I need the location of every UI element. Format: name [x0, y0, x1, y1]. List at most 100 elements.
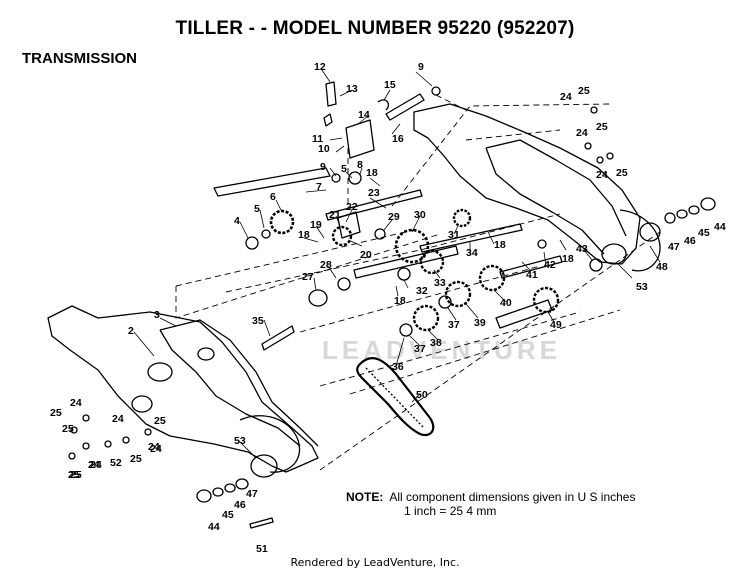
- right-housing-lobe: [619, 209, 661, 272]
- shaft-28: [353, 245, 459, 279]
- nut-25c: [122, 436, 130, 444]
- callout-52: 52: [110, 457, 122, 469]
- bolt-24a: [82, 414, 90, 422]
- bolt-51: [249, 517, 274, 529]
- callout-53: 53: [234, 435, 246, 447]
- callout-24: 24: [560, 91, 572, 103]
- shaft-16: [385, 93, 425, 121]
- bearing-43: [589, 258, 603, 272]
- bearing-28: [337, 277, 351, 291]
- callout-10: 10: [318, 143, 330, 155]
- bearing-29: [374, 228, 386, 240]
- callout-24: 24: [596, 169, 608, 181]
- callout-24: 24: [150, 443, 162, 455]
- callout-2: 2: [128, 325, 134, 337]
- housing-lobe-lower: [239, 415, 301, 473]
- bearing-32: [397, 267, 411, 281]
- callout-5: 5: [341, 163, 347, 175]
- callout-43: 43: [576, 243, 588, 255]
- callout-20: 20: [360, 249, 372, 261]
- callout-25: 25: [50, 407, 62, 419]
- bearing-27: [308, 289, 328, 307]
- note-line-2: 1 inch = 25 4 mm: [404, 504, 497, 518]
- nut-25f: [606, 152, 614, 160]
- callout-47: 47: [246, 488, 258, 500]
- bearing-4: [245, 236, 259, 250]
- seal-right-47: [664, 212, 676, 224]
- callout-6: 6: [270, 191, 276, 203]
- chain-loop: [356, 357, 435, 437]
- hub-left-53: [250, 454, 278, 478]
- callout-30: 30: [414, 209, 426, 221]
- callout-42: 42: [544, 259, 556, 271]
- callout-5: 5: [254, 203, 260, 215]
- washer-right-45: [688, 205, 700, 215]
- bearing-37b: [399, 323, 413, 337]
- callout-3: 3: [154, 309, 160, 321]
- shaft-23: [325, 189, 423, 221]
- sprocket-6: [269, 209, 295, 235]
- right-housing-bore: [601, 243, 627, 265]
- callout-27: 27: [302, 271, 314, 283]
- callout-37: 37: [448, 319, 460, 331]
- shaft-34: [419, 223, 523, 253]
- callout-25: 25: [154, 415, 166, 427]
- callout-25: 25: [70, 469, 82, 481]
- callout-44: 44: [714, 221, 726, 233]
- sprocket-33: [419, 249, 445, 275]
- callout-25: 25: [62, 423, 74, 435]
- callout-47: 47: [668, 241, 680, 253]
- washer-9a: [431, 86, 441, 96]
- callout-18: 18: [494, 239, 506, 251]
- washer-9b: [331, 173, 341, 183]
- leader-lines: [133, 69, 661, 459]
- callout-25: 25: [578, 85, 590, 97]
- callout-25: 25: [596, 121, 608, 133]
- callout-24: 24: [148, 441, 160, 453]
- nut-25a: [70, 426, 78, 434]
- clip-15: [377, 99, 390, 111]
- section-label: TRANSMISSION: [22, 50, 138, 67]
- nut-25e: [584, 142, 592, 150]
- callout-18: 18: [366, 167, 378, 179]
- callout-14: 14: [358, 109, 370, 121]
- callout-37: 37: [414, 343, 426, 355]
- callout-23: 23: [368, 187, 380, 199]
- dimension-note: NOTE:All component dimensions given in U…: [346, 490, 635, 518]
- callout-25: 25: [616, 167, 628, 179]
- sprocket-20: [331, 225, 353, 247]
- sprocket-39: [444, 280, 472, 308]
- washer-right-46: [676, 209, 688, 219]
- nut-25b: [104, 440, 112, 448]
- callout-41: 41: [526, 269, 538, 281]
- cap-right-44: [700, 197, 716, 211]
- note-label: NOTE:: [346, 490, 384, 504]
- right-housing: [413, 103, 641, 265]
- callout-19: 19: [310, 219, 322, 231]
- callout-50: 50: [416, 389, 428, 401]
- left-housing: [47, 305, 319, 473]
- callout-9: 9: [418, 61, 424, 73]
- cap-left-44: [196, 489, 212, 503]
- bolt-24c: [82, 442, 90, 450]
- sprocket-30: [394, 228, 430, 264]
- callout-15: 15: [384, 79, 396, 91]
- callout-29: 29: [388, 211, 400, 223]
- washer-5: [261, 229, 271, 239]
- callout-38: 38: [430, 337, 442, 349]
- callout-22: 22: [346, 201, 358, 213]
- callout-31: 31: [448, 229, 460, 241]
- callout-45: 45: [698, 227, 710, 239]
- callout-51: 51: [256, 543, 268, 555]
- sprocket-49: [532, 286, 560, 314]
- callout-21: 21: [329, 209, 341, 221]
- shaft-41: [499, 255, 563, 279]
- housing-bore-lower: [131, 395, 153, 413]
- callout-12: 12: [314, 61, 326, 73]
- right-housing-rim: [485, 139, 627, 255]
- callout-24: 24: [576, 127, 588, 139]
- callout-35: 35: [252, 315, 264, 327]
- seal-left-47: [235, 478, 249, 490]
